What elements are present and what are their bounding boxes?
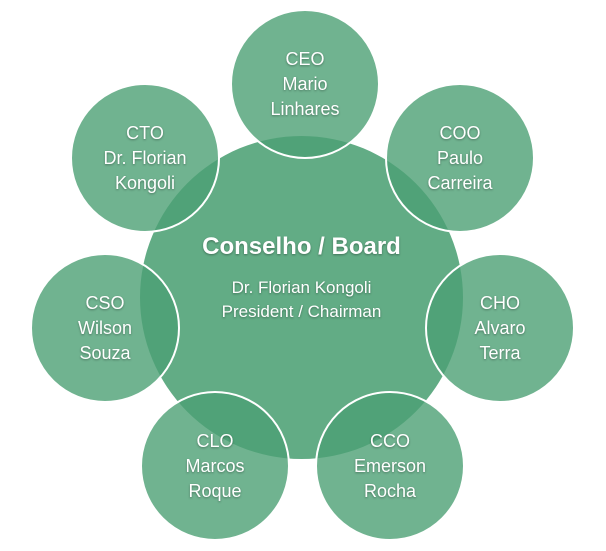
member-circle-cco: CCO Emerson Rocha xyxy=(315,391,465,541)
member-role: CHO xyxy=(480,292,520,313)
member-role: CEO xyxy=(285,48,325,69)
member-role: COO xyxy=(439,122,481,143)
member-role: CTO xyxy=(126,122,164,143)
board-title: Conselho / Board xyxy=(202,233,401,260)
member-role: CCO xyxy=(370,430,410,451)
member-first-name: Dr. Florian xyxy=(103,147,187,168)
member-circle-ceo: CEO Mario Linhares xyxy=(230,9,380,159)
member-circle-clo: CLO Marcos Roque xyxy=(140,391,290,541)
member-circle-cho: CHO Alvaro Terra xyxy=(425,253,575,403)
member-last-name: Kongoli xyxy=(114,172,176,193)
member-last-name: Linhares xyxy=(270,98,340,119)
chair-name: Dr. Florian Kongoli xyxy=(231,278,372,297)
member-role: CLO xyxy=(196,430,234,451)
member-first-name: Mario xyxy=(282,73,328,94)
member-circle-cto: CTO Dr. Florian Kongoli xyxy=(70,83,220,233)
member-last-name: Rocha xyxy=(363,480,417,501)
member-last-name: Roque xyxy=(188,480,242,501)
member-last-name: Carreira xyxy=(427,172,493,193)
member-first-name: Wilson xyxy=(77,317,132,338)
member-last-name: Souza xyxy=(79,342,131,363)
member-first-name: Emerson xyxy=(353,455,427,476)
chair-role: President / Chairman xyxy=(221,302,382,321)
member-role: CSO xyxy=(85,292,125,313)
member-circle-cso: CSO Wilson Souza xyxy=(30,253,180,403)
member-first-name: Paulo xyxy=(436,147,484,168)
member-first-name: Alvaro xyxy=(474,317,526,338)
member-first-name: Marcos xyxy=(185,455,245,476)
member-last-name: Terra xyxy=(479,342,521,363)
member-circle-coo: COO Paulo Carreira xyxy=(385,83,535,233)
